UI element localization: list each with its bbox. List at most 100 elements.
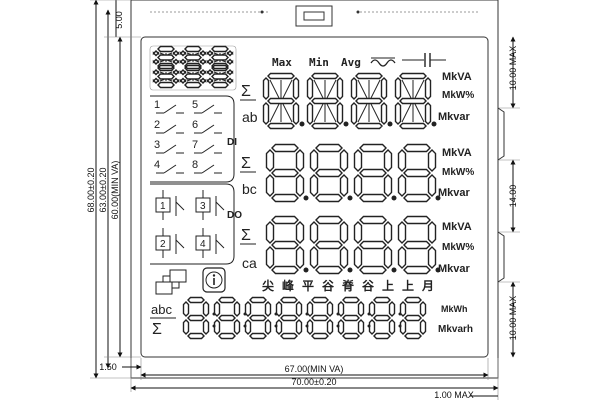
label-max: Max — [272, 56, 292, 69]
phase-ca: ca — [242, 255, 257, 271]
row2-decimal-point-3 — [391, 195, 397, 201]
row3-digit-2 — [309, 215, 349, 275]
sigma-energy: Σ — [152, 321, 162, 338]
row2-units: MkVA MkW% Mkvar — [438, 147, 474, 199]
energy-digit-7 — [368, 296, 396, 340]
energy-digit-2 — [213, 296, 241, 340]
info-icon — [202, 267, 226, 293]
energy-colon-bottom-5 — [336, 324, 340, 328]
energy-digit-5 — [306, 296, 334, 340]
do-number-3: 3 — [200, 201, 206, 212]
top-connector — [150, 5, 480, 27]
row1-decimal-point-2 — [343, 121, 349, 127]
energy-colon-bottom-4 — [305, 324, 309, 328]
energy-digit-1 — [182, 296, 210, 340]
di-number-6: 6 — [192, 119, 198, 131]
row2-digit-1 — [265, 143, 305, 203]
ac-wave-icon — [370, 57, 396, 67]
row3-digit-3 — [353, 215, 393, 275]
do-label: DO — [227, 210, 242, 221]
sigma-row3: Σ — [241, 227, 251, 244]
unit-mkw-1: MkW% — [442, 90, 474, 101]
row3-digit-1 — [265, 215, 305, 275]
do-relay-icon-1 — [155, 190, 185, 220]
row1-digit-2 — [306, 72, 344, 130]
row1-decimal-point-1 — [299, 121, 305, 127]
top-left-digit-group — [149, 45, 237, 91]
window-stack-icon — [155, 269, 187, 295]
small-digit-bottom-2 — [179, 64, 207, 89]
unit-mkvar-2: Mkvar — [438, 187, 471, 199]
di-switch-icon-7 — [194, 144, 222, 154]
dim-bottom-right: 1.00 MAX — [434, 390, 474, 400]
energy-colon-top-4 — [305, 312, 309, 316]
row2-digit-3 — [353, 143, 393, 203]
small-digit-top-2 — [179, 45, 207, 70]
energy-colon-top-2 — [243, 312, 247, 316]
row3-decimal-point-4 — [435, 267, 441, 273]
dim-outer-width: 70.00±0.20 — [292, 377, 337, 387]
unit-mkvarh: Mkvarh — [438, 324, 473, 335]
energy-colon-top-6 — [367, 312, 371, 316]
row1-digit-3 — [350, 72, 388, 130]
energy-colon-top-7 — [398, 312, 402, 316]
tariff-char-8: 上 — [402, 278, 414, 293]
energy-colon-bottom-7 — [398, 324, 402, 328]
di-number-7: 7 — [192, 139, 198, 151]
sigma-row1: Σ — [241, 83, 251, 100]
di-number-2: 2 — [154, 119, 160, 131]
row2-digit-2 — [309, 143, 349, 203]
energy-colon-top-5 — [336, 312, 340, 316]
tariff-char-6: 谷 — [362, 278, 375, 293]
dim-view-height: 60.00(MIN VA) — [110, 161, 120, 220]
energy-colon-top-3 — [274, 312, 278, 316]
label-min: Min — [309, 56, 329, 69]
unit-mkw-3: MkW% — [442, 242, 474, 253]
bottom-dimensions — [122, 358, 499, 400]
di-bracket — [150, 95, 235, 183]
do-relay-icon-4 — [195, 228, 225, 258]
tariff-char-2: 峰 — [282, 278, 295, 293]
row2-decimal-point-2 — [347, 195, 353, 201]
di-switch-icon-6 — [194, 124, 222, 134]
unit-mkva-3: MkVA — [442, 221, 472, 233]
capacitor-icon — [402, 53, 446, 67]
energy-digit-group — [182, 296, 427, 340]
unit-mkvar-3: Mkvar — [438, 263, 471, 275]
left-dimensions — [90, 0, 141, 379]
energy-colon-top-1 — [212, 312, 216, 316]
row3-decimal-point-2 — [347, 267, 353, 273]
dim-top-offset: 5.00 — [114, 11, 124, 29]
row1-digit-4 — [394, 72, 432, 130]
di-number-8: 8 — [192, 159, 198, 171]
di-switch-icon-2 — [156, 124, 184, 134]
energy-colon-bottom-6 — [367, 324, 371, 328]
energy-colon-bottom-1 — [212, 324, 216, 328]
energy-digit-8 — [399, 296, 427, 340]
di-switch-icon-1 — [156, 104, 184, 114]
small-digit-bottom-3 — [206, 64, 234, 89]
unit-mkvar-1: Mkvar — [438, 111, 471, 123]
do-number-2: 2 — [160, 239, 166, 250]
tariff-char-1: 尖 — [262, 278, 274, 293]
di-label: DI — [227, 137, 237, 148]
right-dimensions — [497, 36, 520, 358]
unit-mkva-2: MkVA — [442, 147, 472, 159]
energy-colon-bottom-3 — [274, 324, 278, 328]
phase-ab: ab — [242, 109, 258, 125]
glass-outline — [130, 0, 499, 379]
do-number-1: 1 — [160, 201, 166, 212]
tariff-char-4: 谷 — [322, 278, 335, 293]
di-switch-icon-3 — [156, 144, 184, 154]
tariff-char-9: 月 — [421, 279, 434, 293]
dim-right-mid: 14.00 — [508, 185, 518, 208]
row3-decimal-point-1 — [303, 267, 309, 273]
row3-digit-4 — [397, 215, 437, 275]
dim-right-bot: 10.00 MAX — [508, 296, 518, 341]
di-number-1: 1 — [154, 99, 160, 111]
di-switch-icon-5 — [194, 104, 222, 114]
row3-digit-group — [265, 215, 441, 275]
row1-units: MkVA MkW% Mkvar — [438, 71, 474, 123]
